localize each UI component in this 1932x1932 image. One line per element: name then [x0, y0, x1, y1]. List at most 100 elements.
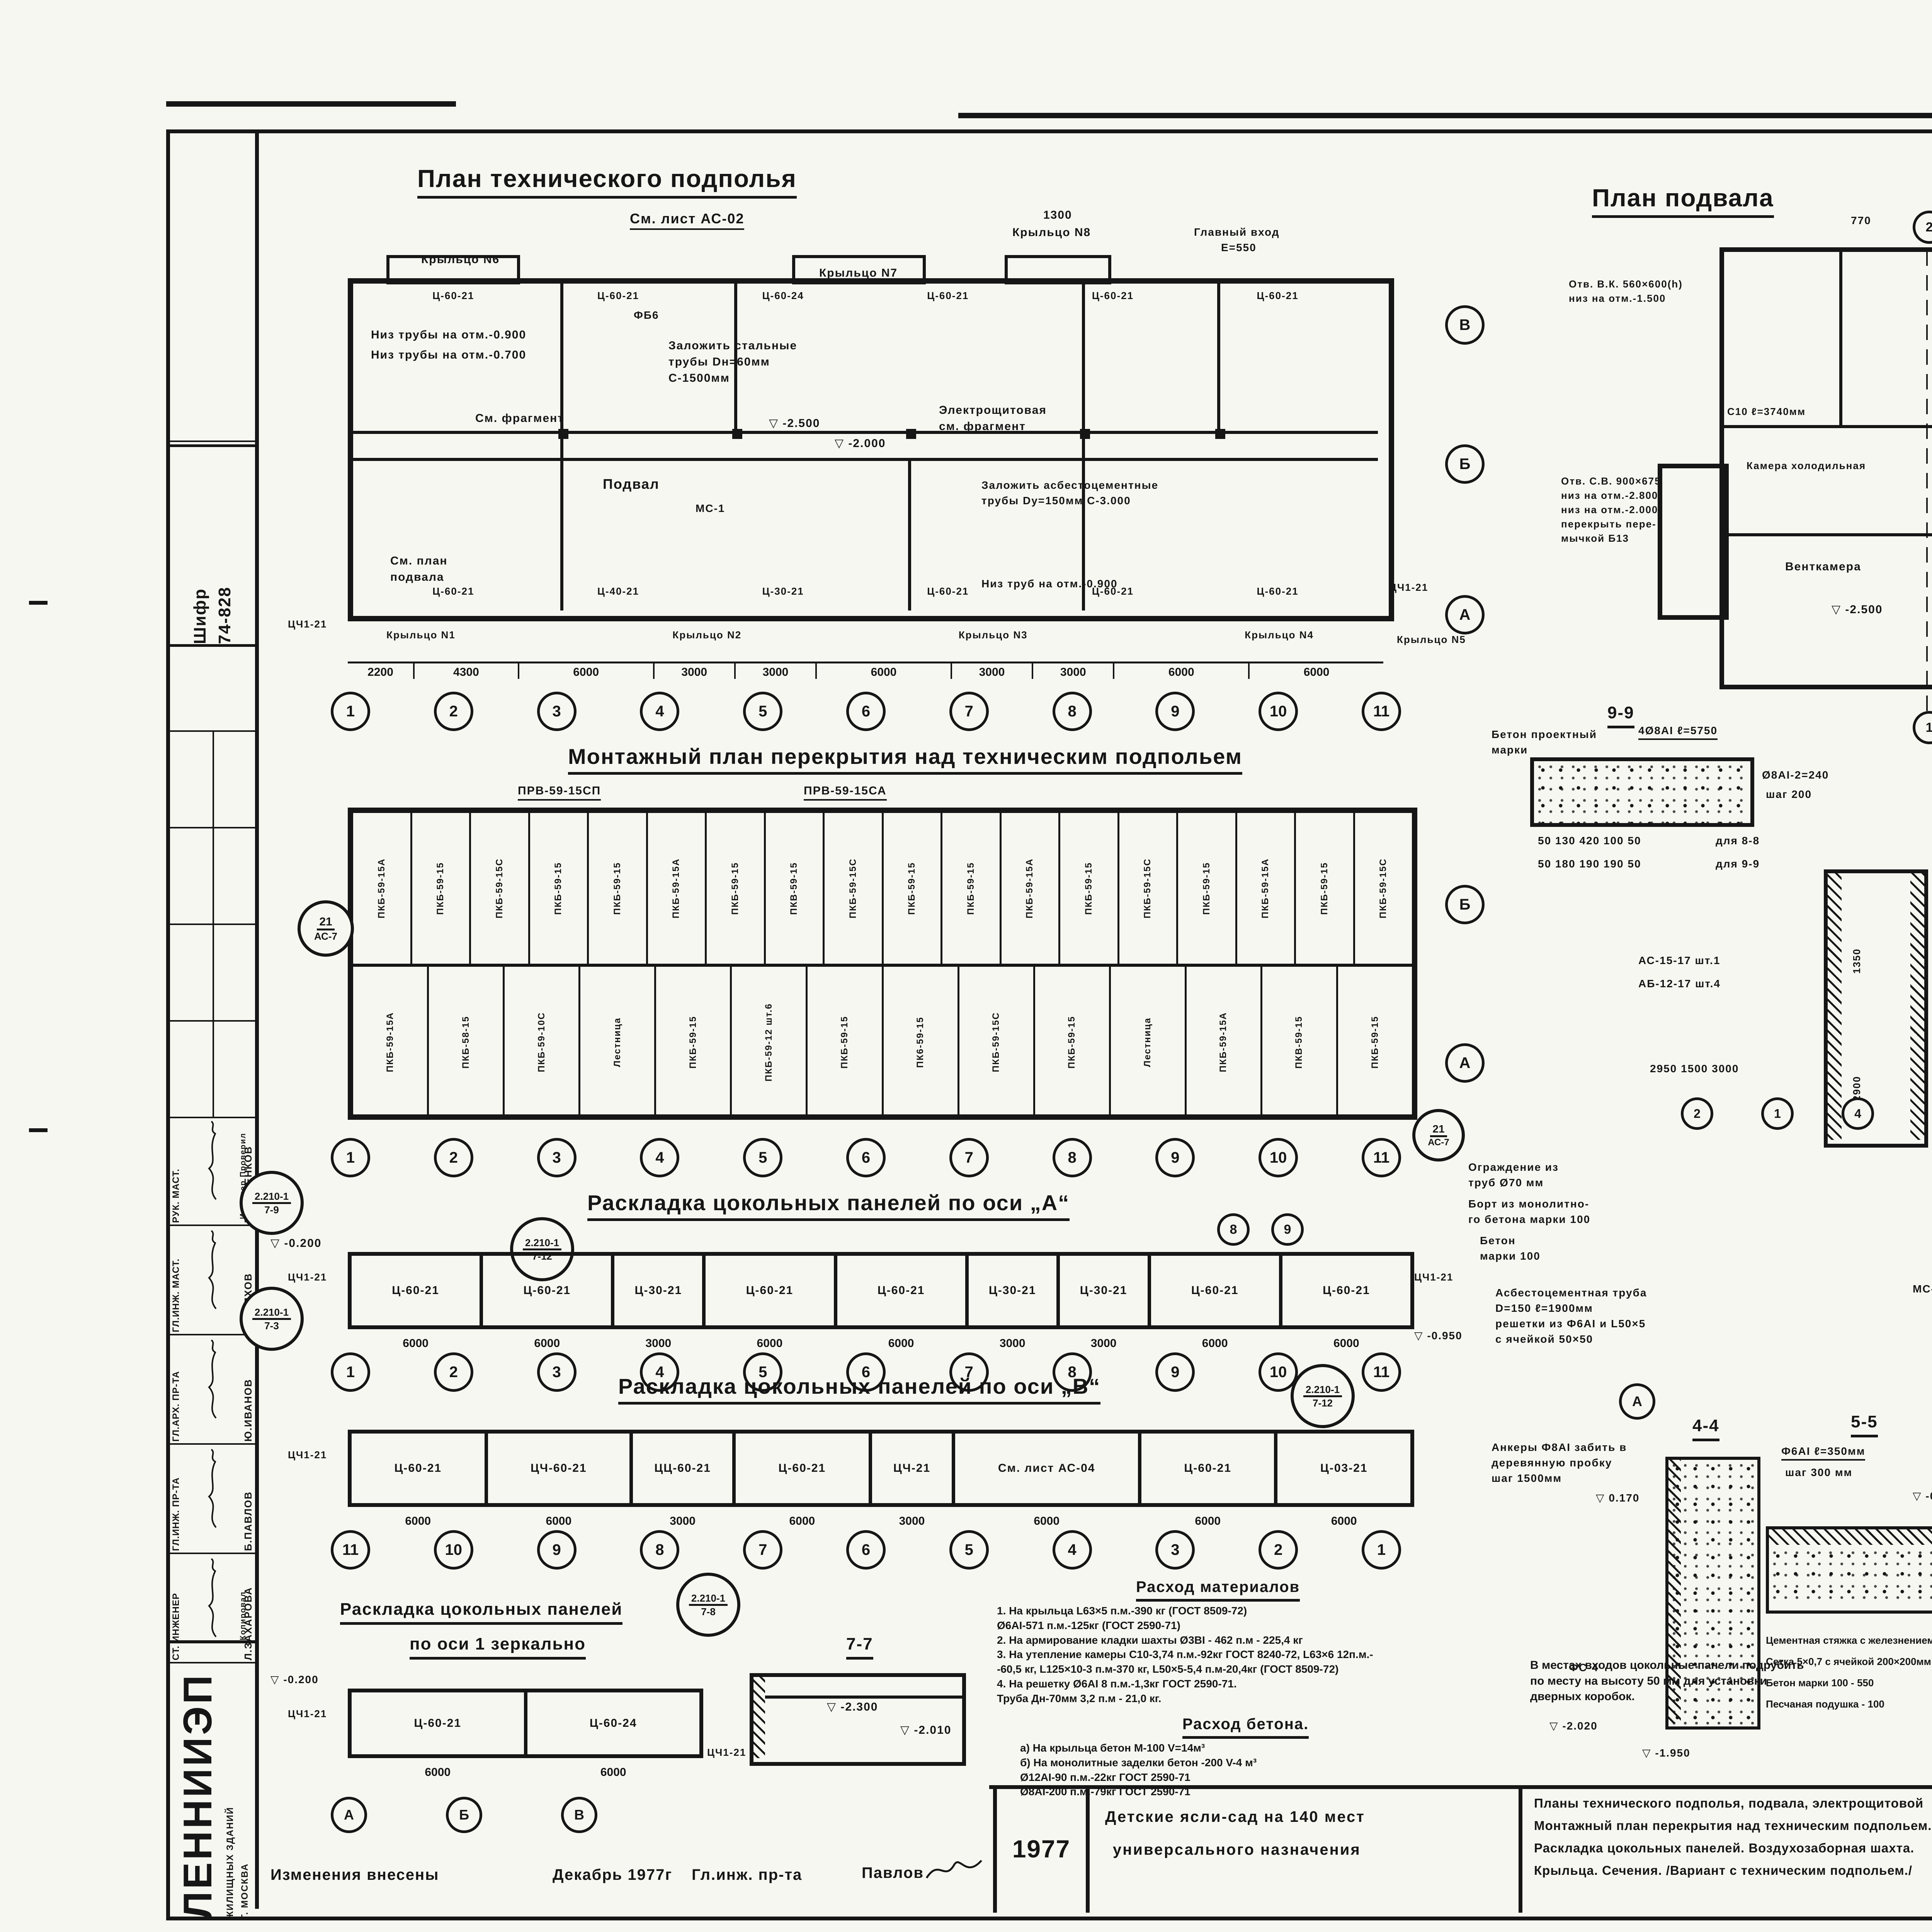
- partition-wall: [734, 284, 737, 434]
- basement-annex: [1658, 464, 1729, 620]
- base-panel-mark: Ц-60-21: [523, 1284, 571, 1297]
- base-panel-mark: Ц-30-21: [634, 1284, 682, 1297]
- flag-bottom: 7-9: [264, 1204, 279, 1216]
- dim-string: 50 130 420 100 50: [1538, 835, 1641, 847]
- floor-panel-mark: ПКБ-59-15: [435, 862, 446, 915]
- base-panel-mark: Ц-30-21: [988, 1284, 1036, 1297]
- concrete-line: б) На монолитные заделки бетон -200 V-4 …: [1020, 1756, 1257, 1769]
- floor-panel-mark: ПКБ-59-15: [1319, 862, 1330, 915]
- slab-count: АС-15-17 шт.1: [1638, 954, 1721, 966]
- floor-panel: ПКБ-59-15С: [957, 967, 1033, 1117]
- base-panel-mark: См. лист АС-04: [998, 1462, 1095, 1475]
- column-mark: [558, 429, 568, 439]
- panel-mark: Ц-60-21: [1257, 585, 1299, 597]
- partition-wall: [1217, 284, 1220, 434]
- flag-top: 2.210-1: [1303, 1384, 1342, 1397]
- object-name2: универсального назначения: [1113, 1841, 1361, 1858]
- basement-wall: [1724, 533, 1932, 536]
- porch-label: Крыльцо N8: [1012, 226, 1091, 239]
- floor-panel: ПКБ-59-15А: [999, 813, 1059, 964]
- base-panel: Ц-03-21 6000: [1274, 1434, 1410, 1527]
- column-mark: [1215, 429, 1225, 439]
- signer-row: ГЛ.АРХ. ПР-ТА Ю.ИВАНОВ: [170, 1335, 255, 1445]
- floor-panel: ПКБ-59-15: [705, 813, 764, 964]
- elevation: -0.050: [1913, 1490, 1932, 1502]
- materials-title: Расход материалов: [1136, 1578, 1300, 1602]
- axis-circle: 2: [434, 692, 473, 731]
- signature: [207, 1121, 217, 1200]
- base-panel-mark: ЦЧ-60-21: [530, 1462, 587, 1475]
- axis-circle: 3: [1155, 1530, 1195, 1570]
- axis-circle: 10: [1259, 1138, 1298, 1177]
- elevation: 0.170: [1596, 1492, 1639, 1504]
- materials-line: 2. На армирование кладки шахты Ø3ВI - 46…: [997, 1634, 1303, 1646]
- axis-circle: 3: [537, 1352, 577, 1392]
- axis-circle: 4: [640, 1138, 680, 1177]
- panel-mark: Ц-40-21: [597, 585, 639, 597]
- base-panel-dim: 6000: [405, 1515, 431, 1527]
- flag-top: 2.210-1: [522, 1238, 562, 1250]
- porch-label: Крыльцо N7: [819, 267, 898, 279]
- axis-circle: 8: [1052, 692, 1092, 731]
- section-4-4-drawing: [1665, 1457, 1760, 1730]
- axis-circle: 9: [537, 1530, 577, 1570]
- elevation: -0.950: [1414, 1329, 1463, 1342]
- signer-table: РУК. МАСТ. В.БАШЕНКОВ ГЛ.ИНЖ. МАСТ. Н.ВО…: [170, 1117, 255, 1663]
- basement-outline: [1719, 247, 1932, 689]
- see-sheet-ref: См. лист АС-02: [630, 211, 745, 230]
- axis-circle-letter: Б: [1445, 885, 1485, 924]
- section-5-5-drawing: [1766, 1526, 1932, 1614]
- base-panel-dim: 6000: [534, 1337, 560, 1350]
- titleblock-border: [989, 1785, 1932, 1789]
- materials-line: 3. На утепление камеры С10-3,74 п.м.-92к…: [997, 1648, 1373, 1661]
- flag-bottom: АС-7: [1428, 1137, 1449, 1148]
- floor-panel-mark: Лестница: [612, 1017, 622, 1067]
- porch-label: Крыльцо N4: [1245, 629, 1314, 641]
- axis-circle: 4: [1842, 1097, 1874, 1130]
- base-panel: Ц-60-21 6000: [1147, 1256, 1279, 1350]
- floor-panel-mark: ПКБ-59-15А: [1260, 858, 1271, 918]
- base-panel-band-1: Ц-60-21 6000 Ц-60-24 6000: [348, 1689, 703, 1779]
- axis-circle: 2: [1259, 1530, 1298, 1570]
- concrete-mark-note: марки: [1492, 744, 1528, 756]
- flag-bottom: 7-3: [264, 1320, 279, 1332]
- dimension: 6000: [519, 663, 655, 679]
- flag-top: 21: [317, 916, 335, 930]
- entrance-label2: Е=550: [1221, 242, 1257, 253]
- axis-circle: 10: [1259, 692, 1298, 731]
- base-panel-mark: Ц-60-24: [589, 1717, 637, 1730]
- base-panel-dim: 6000: [403, 1337, 429, 1350]
- floor-panel-mark: ПКБ-59-15: [1083, 862, 1094, 915]
- axis-circle: 6: [846, 692, 886, 731]
- floor-panel: ПКБ-59-10С: [503, 967, 578, 1117]
- rebar-note: 4Ø8АI ℓ=5750: [1638, 724, 1718, 740]
- axis-circle: 2: [434, 1138, 473, 1177]
- floor-panel-mark: ПКБ-59-15: [839, 1015, 850, 1069]
- pipe-note: Низ труб на отм.-0.900: [981, 578, 1118, 590]
- rebar-note: шаг 300 мм: [1785, 1466, 1853, 1478]
- axis-circle: 2: [434, 1352, 473, 1392]
- concrete-area: [1769, 1547, 1932, 1604]
- axis-circle: 10: [1259, 1352, 1298, 1392]
- corner-panel: ЦЧ1-21: [288, 1449, 327, 1461]
- base-panel-band-b: Ц-60-21 6000 ЦЧ-60-21 6000 ЦЦ-60-21 3000…: [348, 1430, 1414, 1527]
- base-panel-band-a: Ц-60-21 6000 Ц-60-21 6000 Ц-30-21 3000 Ц…: [348, 1252, 1414, 1350]
- opening-note: перекрыть пере-: [1561, 518, 1656, 530]
- dim-string: 50 180 190 190 50: [1538, 858, 1641, 870]
- registration-mark: [29, 1128, 48, 1132]
- signer-name: Ю.ИВАНОВ: [242, 1379, 254, 1442]
- signer-row: РУК. МАСТ. В.БАШЕНКОВ: [170, 1117, 255, 1226]
- column-mark: [1080, 429, 1090, 439]
- divider: [213, 730, 214, 1117]
- year: 1977: [1012, 1835, 1071, 1863]
- elevation: -2.300: [827, 1700, 878, 1714]
- panel-mark: Ц-60-24: [762, 290, 804, 301]
- curb-note: го бетона марки 100: [1468, 1213, 1591, 1225]
- plan-title-axis-a: Раскладка цокольных панелей по оси „А“: [587, 1190, 1070, 1221]
- see-plan-note: подвала: [390, 571, 444, 583]
- floor-panel: ПКБ-59-15: [1176, 813, 1235, 964]
- axis-circle: 8: [1052, 1138, 1092, 1177]
- hatch-area: [750, 1673, 765, 1758]
- axis-circle: 2: [1681, 1097, 1713, 1130]
